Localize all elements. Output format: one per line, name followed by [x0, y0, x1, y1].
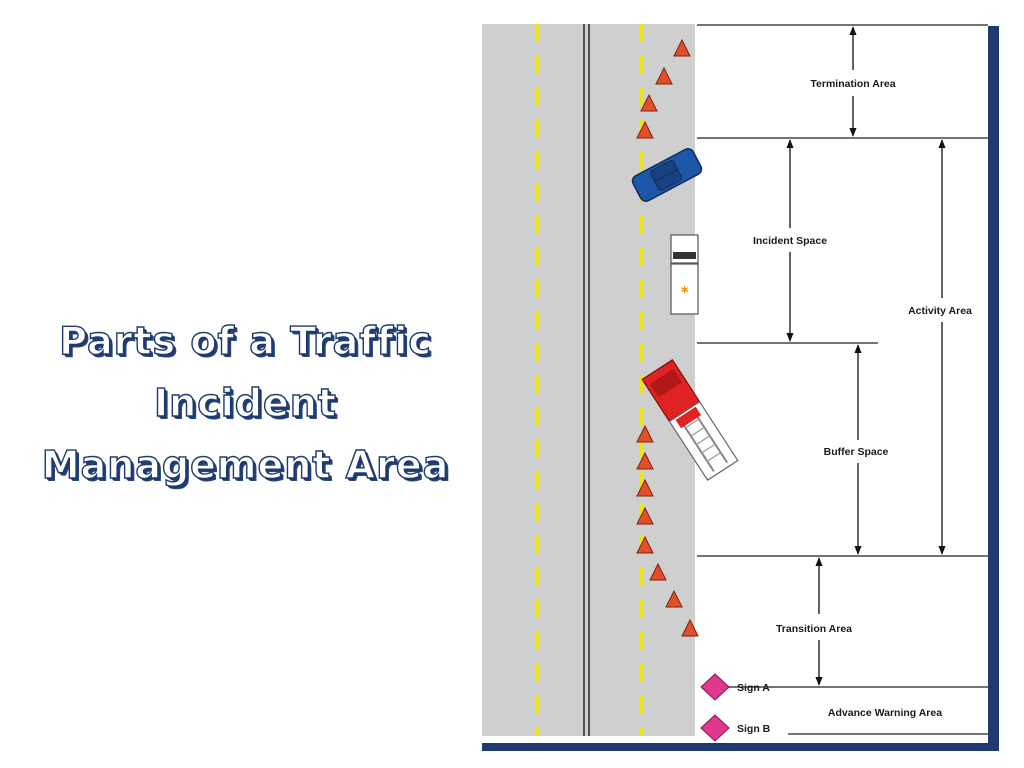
incident-space-label: Incident Space — [753, 235, 827, 247]
frame-right-bar — [988, 26, 999, 750]
traffic-cone-icon — [636, 478, 654, 497]
fire-truck-icon — [641, 359, 739, 481]
traffic-cone-icon — [636, 451, 654, 470]
title-line-1: Parts of a Traffic — [58, 318, 432, 363]
traffic-cone-icon — [640, 93, 658, 112]
traffic-cone-icon — [636, 120, 654, 139]
buffer-space-label: Buffer Space — [824, 446, 889, 458]
traffic-cone-icon — [681, 618, 699, 637]
transition-area-label: Transition Area — [776, 623, 852, 635]
traffic-cone-icon — [649, 562, 667, 581]
dimension-arrows — [786, 26, 946, 686]
slide-title: Parts of a Traffic Incident Management A… — [18, 310, 473, 496]
warning-sign-icon — [700, 673, 730, 701]
svg-text:*: * — [681, 283, 689, 301]
sign-b-label: Sign B — [737, 723, 771, 735]
traffic-cone-icon — [655, 66, 673, 85]
traffic-cone-icon — [636, 424, 654, 443]
warning-sign-icon — [700, 714, 730, 742]
sign-a-label: Sign A — [737, 682, 770, 694]
termination-area-label: Termination Area — [810, 78, 895, 90]
traffic-cone-icon — [673, 38, 691, 57]
title-line-2: Incident — [153, 380, 337, 425]
police-car-icon — [631, 148, 703, 202]
traffic-cone-icon — [636, 506, 654, 525]
activity-area-label: Activity Area — [908, 305, 972, 317]
frame-bottom-bar — [482, 743, 999, 751]
advance-warning-area-label: Advance Warning Area — [828, 707, 942, 719]
traffic-cone-icon — [665, 589, 683, 608]
traffic-cones — [636, 38, 699, 637]
zone-boundaries — [697, 24, 988, 735]
title-line-3: Management Area — [41, 442, 450, 487]
traffic-cone-icon — [636, 535, 654, 554]
ambulance-icon: * — [670, 234, 699, 315]
